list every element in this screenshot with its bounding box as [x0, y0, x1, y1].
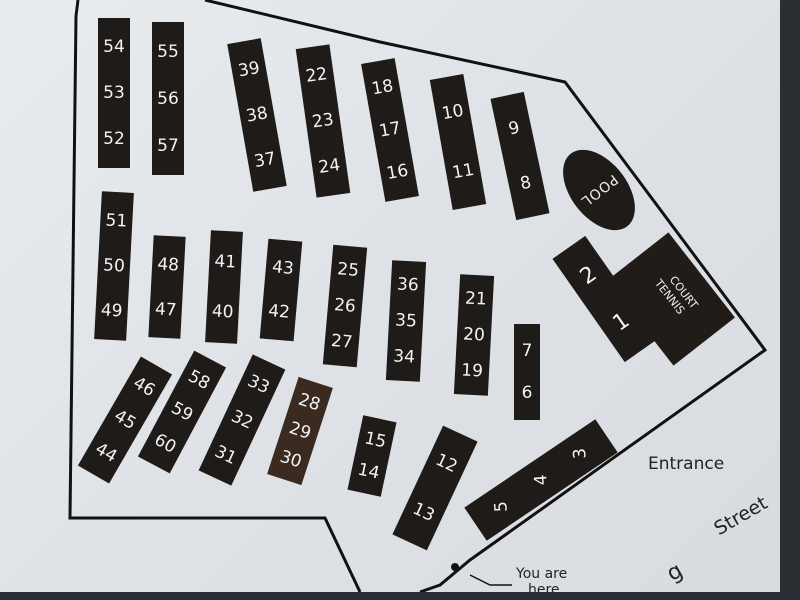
- unit-number: 49: [100, 300, 123, 322]
- unit-number: 6: [521, 383, 533, 403]
- unit-number: 26: [333, 295, 357, 317]
- unit-number: 46: [129, 373, 159, 402]
- unit-number: 41: [213, 251, 237, 273]
- unit-number: 19: [460, 360, 484, 382]
- unit-number: 4: [530, 473, 552, 487]
- building-21-19[interactable]: 21 20 19: [453, 274, 495, 396]
- unit-number: 18: [370, 76, 395, 100]
- unit-number: 22: [304, 64, 329, 87]
- unit-number: 15: [362, 428, 388, 453]
- unit-number: 31: [211, 441, 240, 469]
- unit-number: 54: [103, 37, 125, 57]
- unit-number: 35: [394, 310, 418, 332]
- unit-number: 45: [110, 405, 140, 435]
- unit-number: 33: [244, 371, 273, 399]
- photo-border-bottom: [0, 592, 800, 600]
- unit-number: 52: [103, 129, 125, 149]
- photo-border-right: [780, 0, 800, 600]
- building-7-6[interactable]: 7 6: [514, 324, 540, 420]
- unit-number: 24: [317, 155, 342, 178]
- unit-number: 40: [211, 301, 235, 323]
- building-41-40[interactable]: 41 40: [205, 230, 243, 344]
- unit-number: 28: [295, 389, 323, 416]
- unit-number: 3: [569, 447, 591, 460]
- unit-number: 59: [167, 398, 197, 426]
- unit-number: 57: [157, 135, 179, 156]
- unit-number: 27: [330, 330, 354, 353]
- unit-number: 13: [409, 498, 438, 527]
- unit-number: 58: [184, 366, 214, 395]
- unit-number: 29: [286, 418, 314, 444]
- unit-number: 16: [385, 160, 410, 184]
- unit-number: 51: [105, 210, 128, 232]
- pool-label: POOL: [577, 170, 621, 210]
- unit-number: 14: [356, 459, 382, 484]
- unit-number: 47: [154, 298, 178, 321]
- unit-number: 32: [227, 406, 257, 434]
- unit-number: 56: [157, 88, 179, 109]
- you-are-here-label-2: here: [528, 582, 560, 592]
- unit-number: 10: [440, 100, 466, 125]
- unit-number: 7: [521, 341, 533, 361]
- unit-number: 21: [464, 288, 488, 310]
- unit-number: 60: [150, 429, 180, 458]
- unit-number: 20: [462, 324, 486, 346]
- you-are-here-label: You are: [516, 566, 568, 582]
- unit-number: 5: [491, 500, 513, 513]
- unit-number: 42: [267, 301, 291, 323]
- unit-number: 39: [236, 57, 262, 82]
- site-map: 54 53 52 55 56 57 39 38 37 22 23 24 18 1…: [0, 0, 780, 592]
- unit-number: 12: [432, 449, 461, 478]
- unit-number: 44: [91, 438, 121, 467]
- unit-number: 9: [506, 117, 522, 140]
- entrance-label: Entrance: [648, 454, 725, 474]
- unit-number: 48: [156, 253, 180, 276]
- unit-number: 43: [271, 257, 295, 279]
- unit-number: 11: [450, 159, 476, 184]
- building-48-47[interactable]: 48 47: [148, 235, 186, 339]
- unit-number: 2: [575, 261, 602, 290]
- you-are-here-marker: [451, 563, 459, 571]
- unit-number: 17: [377, 118, 403, 142]
- unit-number: 37: [252, 148, 278, 173]
- unit-number: 55: [157, 41, 179, 62]
- unit-number: 30: [277, 446, 305, 473]
- building-54-52[interactable]: 54 53 52: [98, 18, 130, 168]
- unit-number: 8: [518, 172, 534, 195]
- unit-number: 34: [392, 346, 416, 368]
- unit-number: 38: [244, 103, 270, 127]
- unit-number: 25: [336, 259, 360, 282]
- building-55-57[interactable]: 55 56 57: [152, 22, 184, 175]
- unit-number: 1: [608, 308, 635, 337]
- unit-number: 53: [103, 83, 125, 103]
- property-boundary: [68, 0, 768, 592]
- building-36-34[interactable]: 36 35 34: [385, 260, 427, 382]
- unit-number: 36: [396, 274, 420, 296]
- unit-number: 50: [102, 255, 126, 277]
- unit-number: 23: [310, 109, 336, 133]
